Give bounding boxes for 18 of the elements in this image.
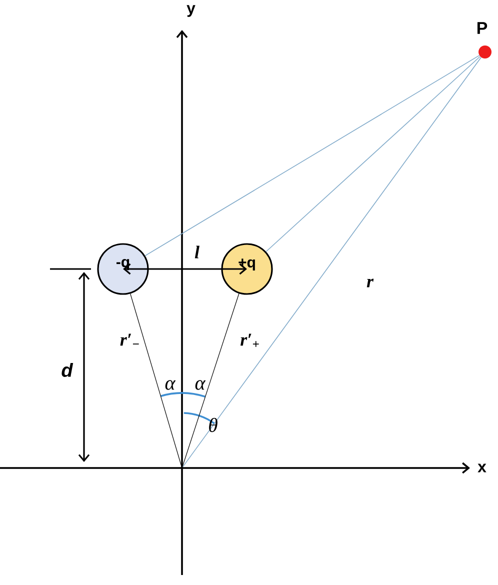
connector-line	[266, 56, 480, 252]
edge-label: l	[194, 246, 200, 258]
dimension-label: d	[62, 363, 74, 377]
edge-label: r′$_{−}$	[120, 334, 139, 346]
axis-label: y	[186, 5, 196, 17]
axis-label: x	[478, 464, 486, 472]
connector-line	[182, 293, 240, 467]
connector-line	[144, 55, 480, 256]
angle-label: θ	[209, 418, 218, 432]
angle-label: α	[165, 380, 176, 390]
edge-label: r	[366, 278, 374, 288]
angle-label: α	[195, 380, 206, 390]
edge-label: r′$_{+}$	[240, 334, 259, 347]
point-label: P	[477, 22, 488, 34]
point-dot	[478, 46, 492, 58]
connector-line	[182, 57, 482, 468]
dipole-arrow	[123, 263, 247, 275]
connector-line	[130, 293, 182, 467]
